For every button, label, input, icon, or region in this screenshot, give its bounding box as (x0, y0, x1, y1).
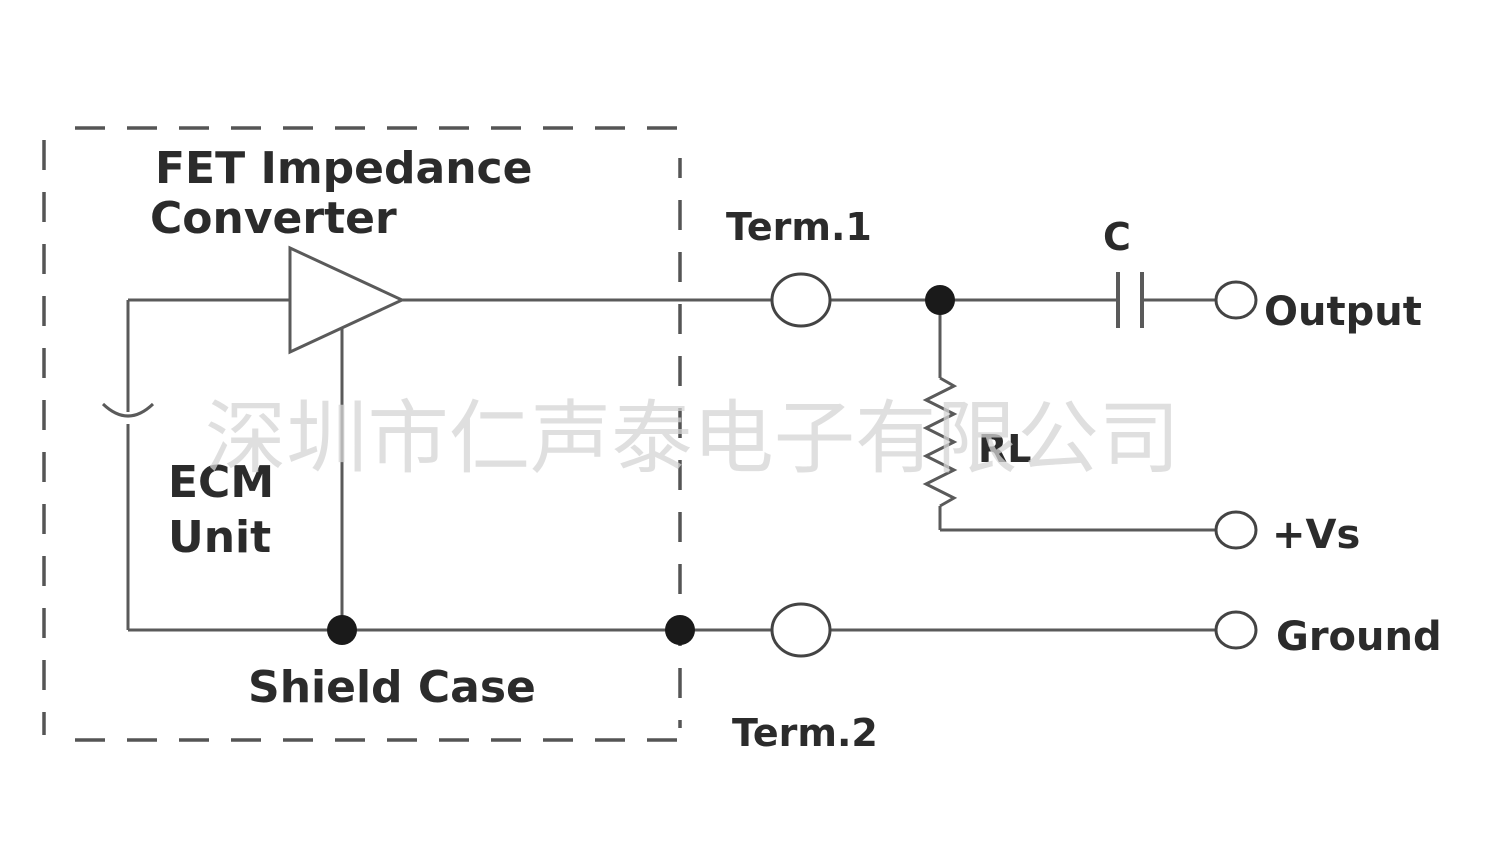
ecm-element (101, 298, 290, 630)
supply-terminal (1214, 510, 1258, 550)
supply-label: +Vs (1272, 512, 1360, 558)
resistor-label: RL (978, 427, 1031, 471)
terminal-2 (770, 602, 832, 658)
ecm-label-line2: Unit (168, 512, 271, 563)
term1-label: Term.1 (726, 205, 872, 249)
ecm-label-line1: ECM (168, 457, 274, 508)
fet-label-line1: FET Impedance (155, 143, 532, 194)
capacitor-label: C (1103, 215, 1131, 259)
junction-dot-shield-ground (665, 615, 695, 645)
junction-dot-signal (925, 285, 955, 315)
fet-amplifier-symbol (288, 245, 406, 630)
ground-label: Ground (1276, 614, 1442, 660)
term2-label: Term.2 (732, 711, 878, 755)
watermark-text: 深圳市仁声泰电子有限公司 (205, 392, 1180, 485)
ground-terminal (1214, 610, 1258, 650)
terminal-1 (770, 272, 832, 328)
shield-case-label: Shield Case (248, 662, 536, 713)
fet-label-line2: Converter (150, 193, 397, 244)
capacitor-symbol (1116, 272, 1144, 328)
junction-dot-fet-ground (327, 615, 357, 645)
output-terminal (1214, 280, 1258, 320)
output-label: Output (1264, 289, 1422, 335)
